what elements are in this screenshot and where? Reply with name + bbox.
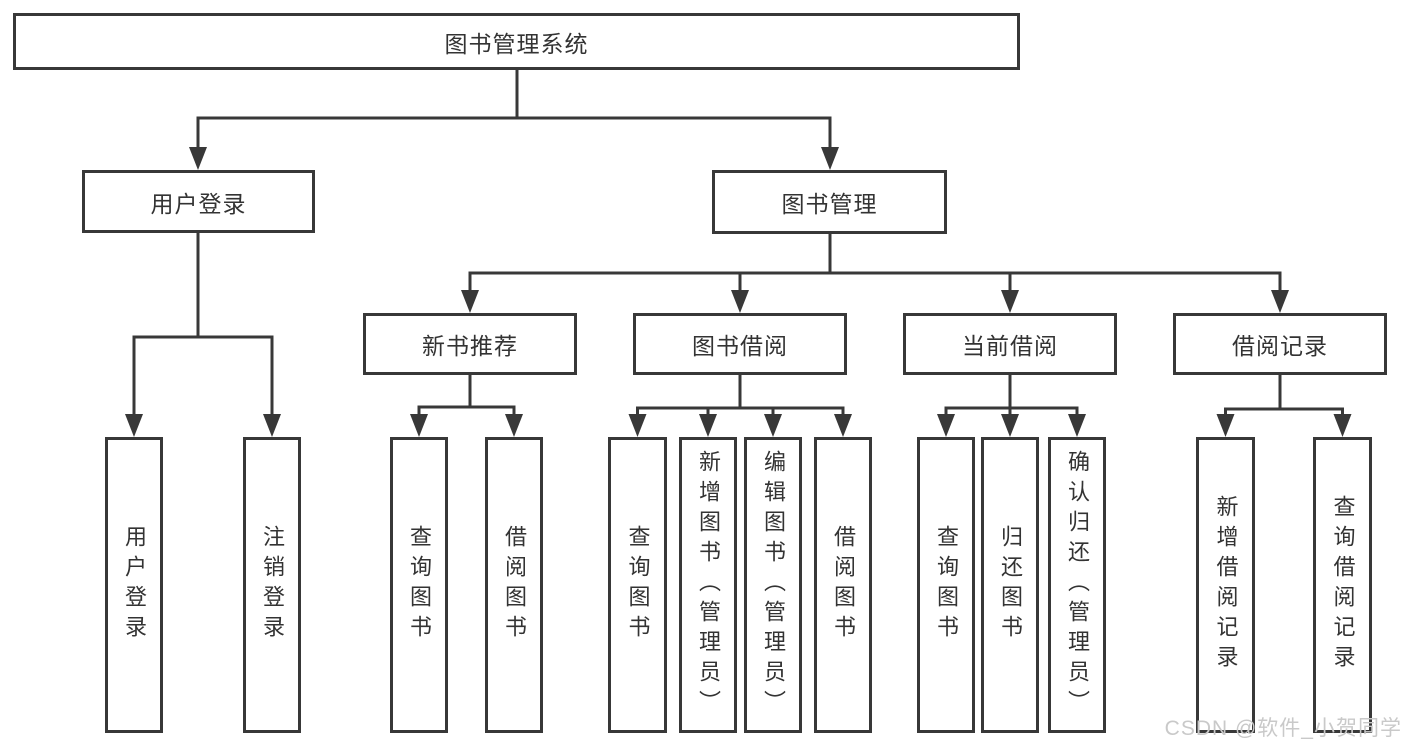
leaf-add-borrow-record-label: 新增借阅记录	[1213, 495, 1239, 675]
leaf-borrowing-query-books-label: 查询图书	[625, 525, 651, 645]
leaf-recommend-borrow-books-label: 借阅图书	[502, 525, 527, 645]
leaf-edit-books-admin: 编辑图书（管理员）	[744, 437, 802, 733]
leaf-user-login: 用户登录	[105, 437, 163, 733]
leaf-borrowing-borrow-books: 借阅图书	[814, 437, 872, 733]
leaf-logout: 注销登录	[243, 437, 301, 733]
leaf-current-query-books-label: 查询图书	[934, 525, 959, 645]
leaf-confirm-return-admin: 确认归还（管理员）	[1048, 437, 1106, 733]
node-borrow-records: 借阅记录	[1173, 313, 1387, 375]
csdn-watermark: CSDN @软件_小贺同学	[1164, 717, 1402, 740]
leaf-recommend-query-books-label: 查询图书	[407, 525, 432, 645]
node-library-system: 图书管理系统	[13, 13, 1020, 70]
leaf-confirm-return-admin-label: 确认归还（管理员）	[1065, 450, 1090, 720]
leaf-add-borrow-record: 新增借阅记录	[1196, 437, 1255, 733]
leaf-logout-label: 注销登录	[260, 525, 285, 645]
node-new-book-recommend: 新书推荐	[363, 313, 577, 375]
leaf-current-query-books: 查询图书	[917, 437, 975, 733]
leaf-borrowing-query-books: 查询图书	[608, 437, 667, 733]
leaf-return-books-label: 归还图书	[998, 525, 1023, 645]
node-current-borrowing: 当前借阅	[903, 313, 1117, 375]
leaf-recommend-query-books: 查询图书	[390, 437, 448, 733]
node-user-login: 用户登录	[82, 170, 315, 233]
leaf-user-login-label: 用户登录	[122, 525, 147, 645]
leaf-query-borrow-record-label: 查询借阅记录	[1330, 495, 1356, 675]
leaf-query-borrow-record: 查询借阅记录	[1313, 437, 1372, 733]
leaf-return-books: 归还图书	[981, 437, 1039, 733]
leaf-edit-books-admin-label: 编辑图书（管理员）	[761, 450, 786, 720]
leaf-recommend-borrow-books: 借阅图书	[485, 437, 543, 733]
leaf-borrowing-borrow-books-label: 借阅图书	[831, 525, 856, 645]
node-book-management: 图书管理	[712, 170, 947, 234]
node-book-borrowing: 图书借阅	[633, 313, 847, 375]
leaf-add-books-admin-label: 新增图书（管理员）	[696, 450, 721, 720]
leaf-add-books-admin: 新增图书（管理员）	[679, 437, 737, 733]
